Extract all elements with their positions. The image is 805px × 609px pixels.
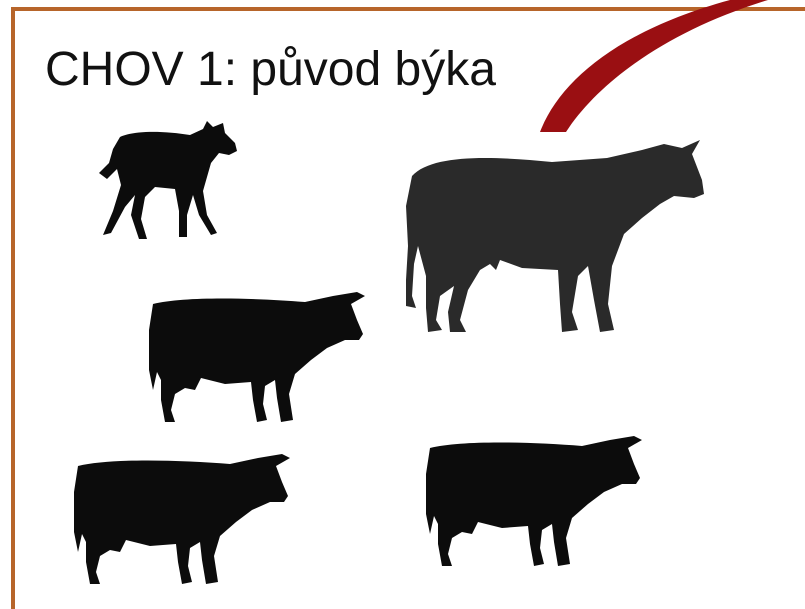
bull-silhouette-icon xyxy=(402,136,707,336)
cow-silhouette-icon xyxy=(145,290,370,430)
slide-title: CHOV 1: původ býka xyxy=(45,42,496,98)
cow-silhouette-icon xyxy=(422,434,647,574)
slide-frame-left xyxy=(11,7,15,609)
calf-silhouette-icon xyxy=(95,115,245,245)
swoosh-decoration xyxy=(520,0,805,140)
cow-silhouette-icon xyxy=(70,452,295,592)
